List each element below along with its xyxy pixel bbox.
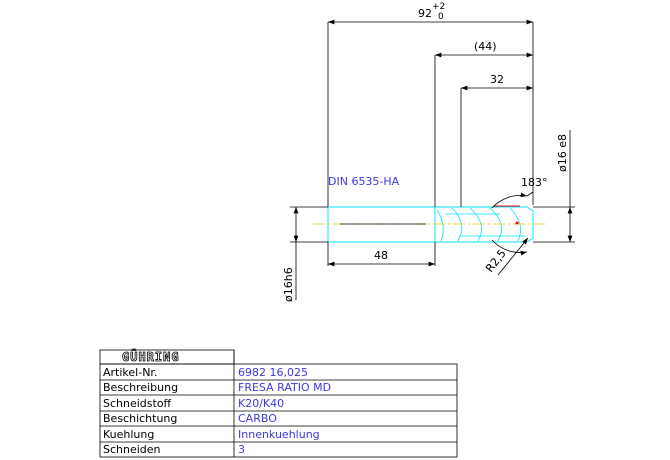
row-value-beschreibung: FRESA RATIO MD — [238, 381, 331, 394]
dim-overall-length: 92 — [418, 7, 432, 20]
row-label-artikel: Artikel-Nr. — [103, 366, 157, 379]
dim-flute-length: 32 — [490, 73, 504, 86]
red-dot — [515, 221, 519, 225]
row-value-schneidstoff: K20/K40 — [238, 397, 284, 410]
dim-point-angle: 183° — [521, 176, 548, 189]
dim-shank-length: 48 — [374, 249, 388, 262]
tool-body — [313, 205, 548, 243]
dim-shank-diameter: ø16h6 — [282, 267, 295, 302]
dim-cutting-diameter: ø16 e8 — [556, 134, 569, 172]
guhring-logo: GÜHRING — [122, 349, 180, 364]
row-label-schneiden: Schneiden — [103, 443, 161, 456]
dimension-lines — [290, 19, 575, 300]
standard-label: DIN 6535-HA — [328, 175, 400, 188]
helix-lines — [436, 207, 525, 242]
dim-overall-tol-upper: +2 — [432, 2, 445, 12]
row-label-beschichtung: Beschichtung — [103, 412, 177, 425]
row-value-kuehlung: Innenkuehlung — [238, 428, 320, 441]
row-label-kuehlung: Kuehlung — [103, 428, 154, 441]
row-label-schneidstoff: Schneidstoff — [103, 397, 172, 410]
row-value-schneiden: 3 — [238, 443, 245, 456]
flute-outline — [434, 206, 534, 243]
dim-corner-radius: R2,5 — [483, 247, 509, 275]
dim-overall-tol-lower: 0 — [438, 12, 444, 22]
row-value-artikel: 6982 16,025 — [238, 366, 308, 379]
title-block: GÜHRING Artikel-Nr. 6982 16,025 Beschrei… — [99, 349, 458, 458]
row-value-beschichtung: CARBO — [238, 412, 277, 425]
dim-ref-length: (44) — [474, 40, 497, 53]
row-label-beschreibung: Beschreibung — [103, 381, 178, 394]
shank-outline — [327, 206, 436, 243]
